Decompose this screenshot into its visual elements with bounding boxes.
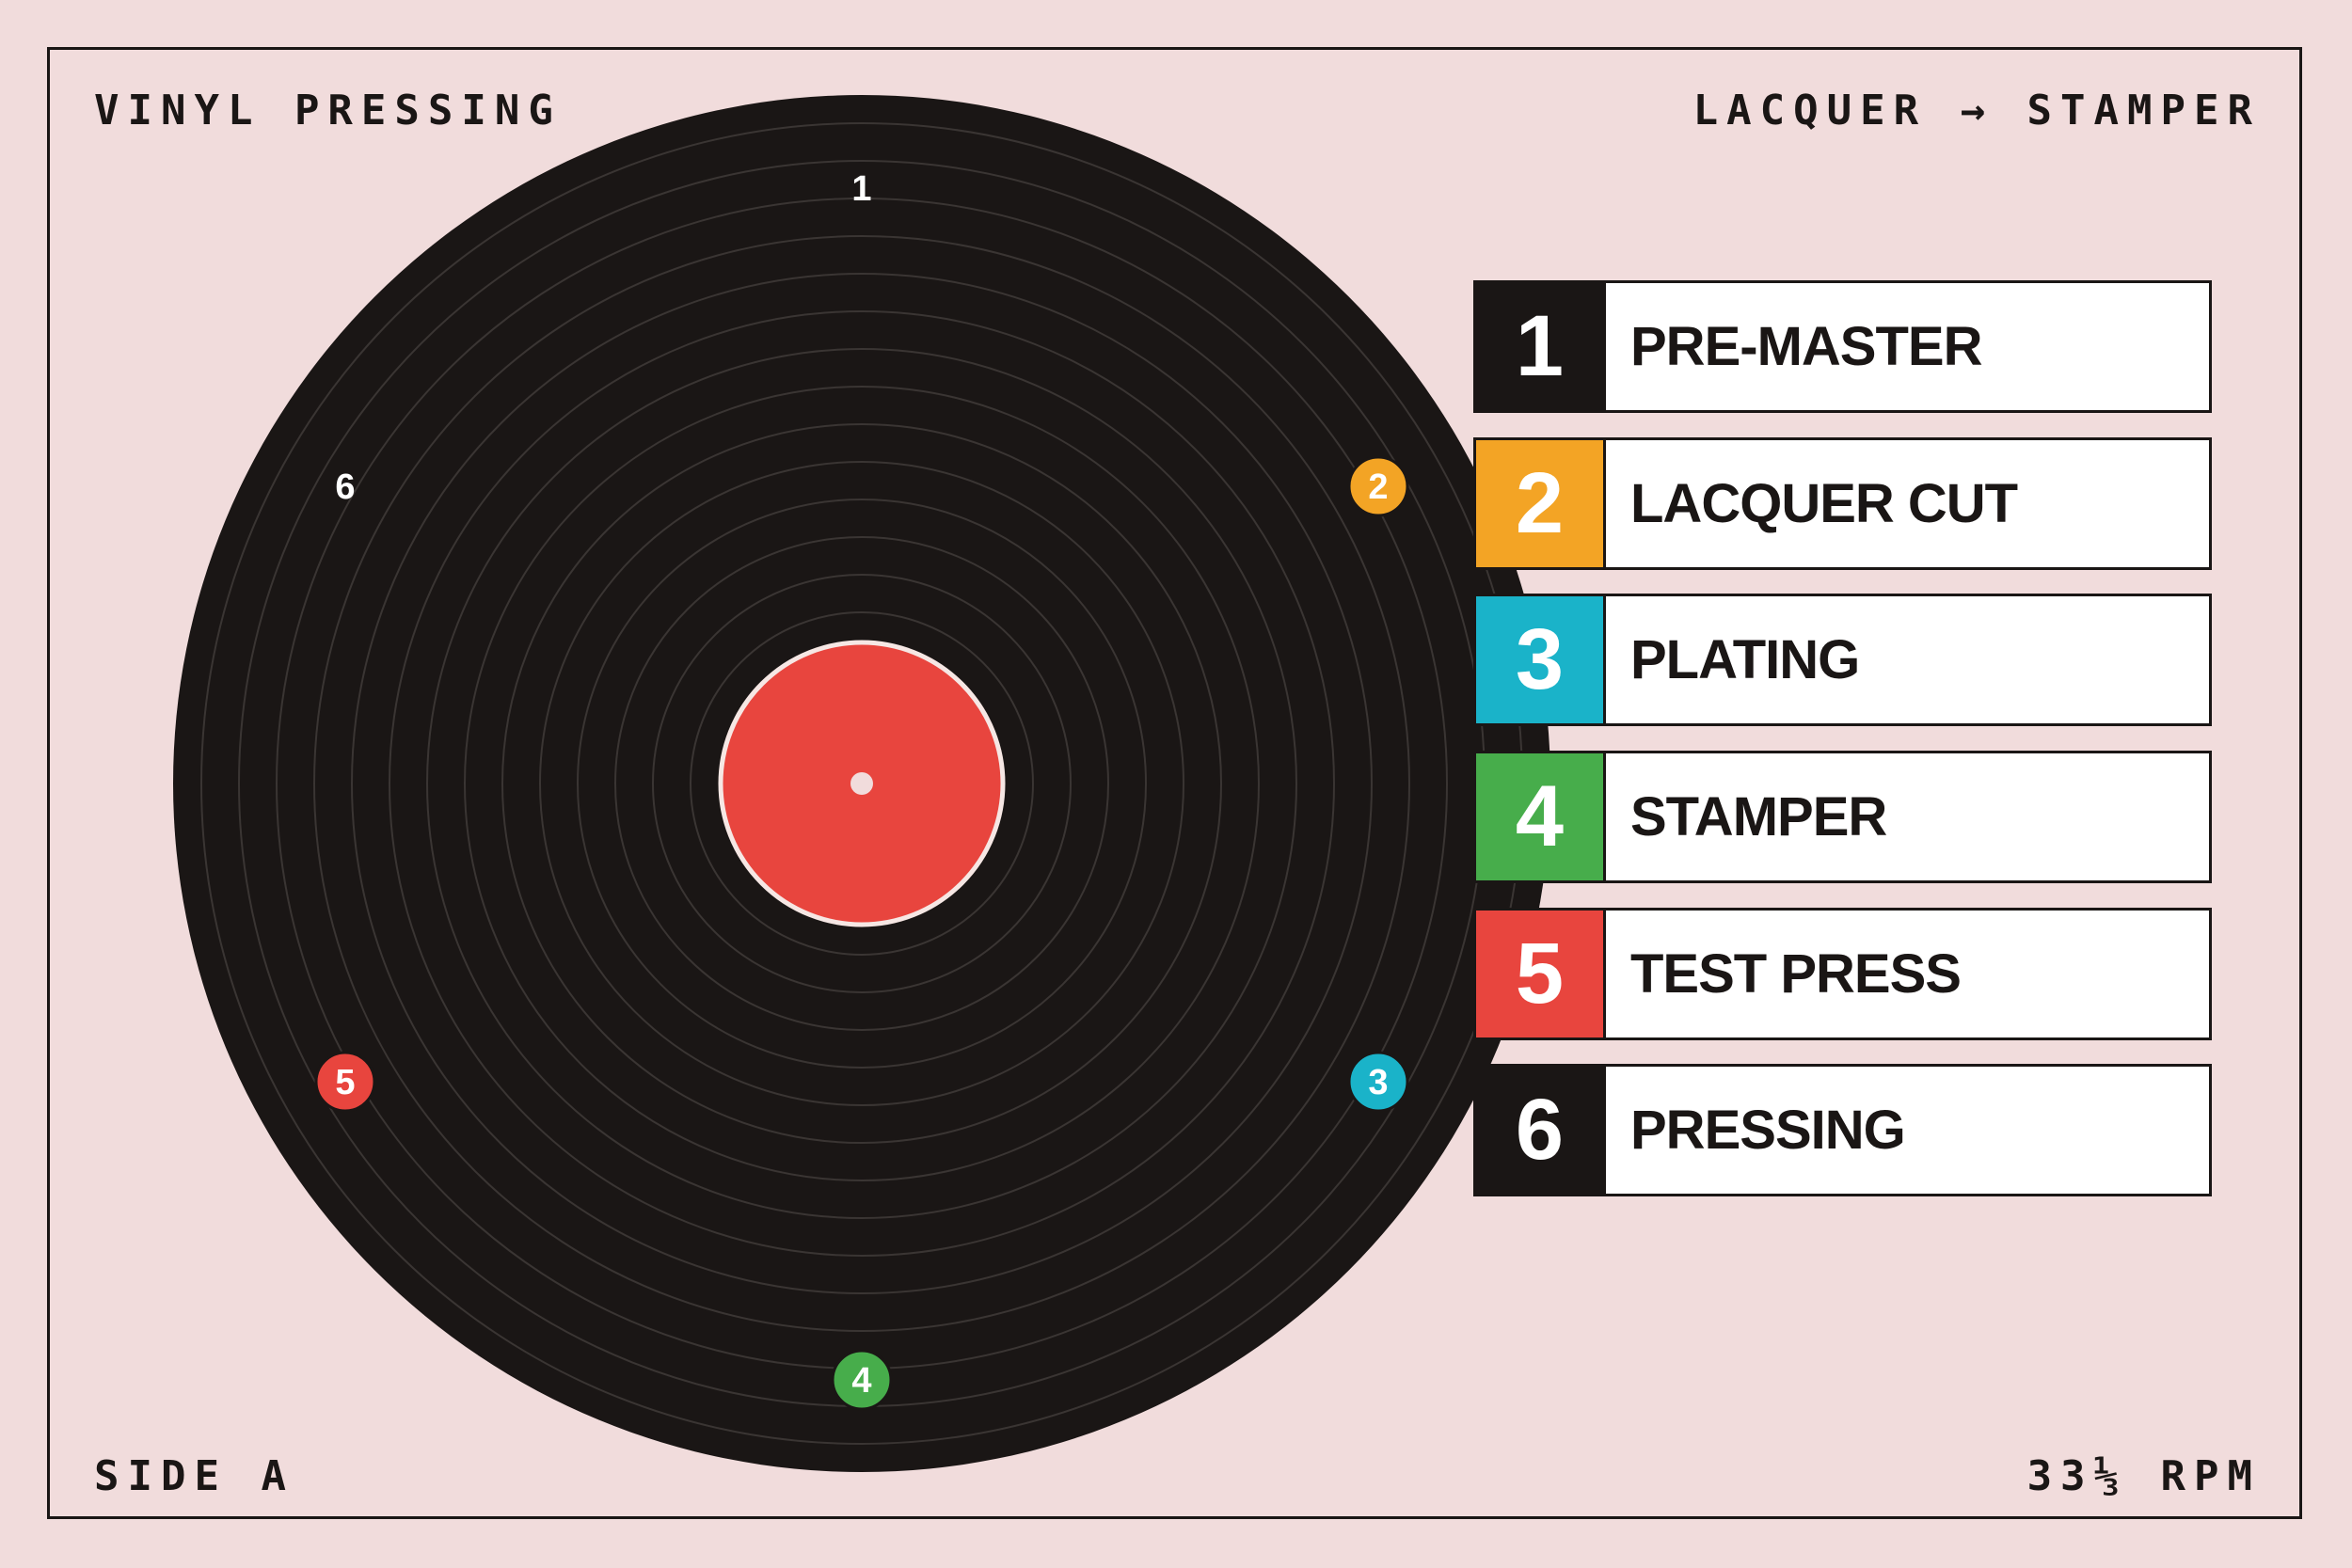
step-marker-number: 2 [1368,467,1388,507]
groove-ring [351,273,1373,1294]
side-label: SIDE A [94,1452,294,1500]
step-number: 3 [1476,596,1606,723]
groove-ring [539,461,1184,1106]
groove-ring [501,423,1222,1144]
step-marker-dot [1347,1051,1409,1113]
step-marker-number: 3 [1368,1063,1388,1102]
step-number: 4 [1476,753,1606,880]
groove-ring [614,536,1109,1031]
step-marker-6: 6 [335,467,355,507]
step-row-1: 1 PRE-MASTER [1473,280,2212,413]
step-marker-number: 6 [335,467,355,507]
step-marker-3: 3 [1347,1051,1409,1113]
step-marker-dot [314,1051,376,1113]
step-label: PRE-MASTER [1630,316,1982,377]
spindle-hole [850,772,873,795]
speed-label: 33⅓ RPM [2026,1452,2261,1500]
groove-ring [577,499,1147,1069]
step-row-4: 4 STAMPER [1473,751,2212,883]
step-marker-dot [1347,455,1409,517]
step-row-5: 5 TEST PRESS [1473,908,2212,1040]
groove-ring [313,235,1410,1332]
step-marker-2: 2 [1347,455,1409,517]
step-number: 6 [1476,1067,1606,1194]
step-marker-1: 1 [851,169,871,209]
step-row-3: 3 PLATING [1473,594,2212,726]
groove-ring [464,386,1260,1181]
step-label: LACQUER CUT [1630,473,2018,534]
step-marker-dot [831,1349,893,1411]
step-label: PRESSING [1630,1100,1906,1161]
step-number: 5 [1476,911,1606,1037]
step-label: STAMPER [1630,786,1887,847]
step-row-2: 2 LACQUER CUT [1473,437,2212,570]
step-marker-5: 5 [314,1051,376,1113]
poster-frame [47,47,2302,1519]
step-label: TEST PRESS [1630,943,1962,1005]
groove-ring [652,574,1072,993]
header-subtitle: LACQUER → STAMPER [1692,87,2261,135]
step-label: PLATING [1630,629,1860,690]
groove-ring [426,348,1297,1219]
step-marker-number: 1 [851,169,871,209]
step-number: 2 [1476,440,1606,567]
step-marker-number: 5 [335,1063,355,1102]
step-marker-number: 4 [851,1361,871,1401]
groove-ring [690,611,1034,956]
header-title: VINYL PRESSING [94,87,562,135]
step-markers: 1 2 3 4 5 6 [314,169,1409,1411]
step-row-6: 6 PRESSING [1473,1064,2212,1196]
groove-ring [389,310,1335,1257]
step-number: 1 [1476,283,1606,410]
step-marker-4: 4 [831,1349,893,1411]
